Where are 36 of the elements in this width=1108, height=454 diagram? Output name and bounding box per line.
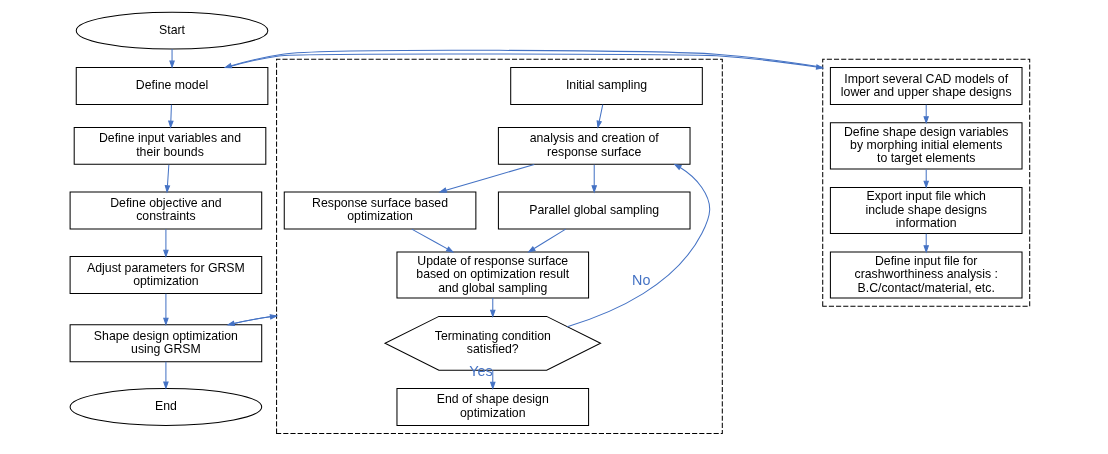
arrow	[923, 233, 930, 254]
node-box: End of shape design optimization	[396, 388, 590, 426]
arrow	[438, 163, 535, 193]
node-ellipse: End	[69, 388, 263, 426]
node-box: Import several CAD models of lower and upper shape designs	[829, 67, 1023, 105]
arrow	[411, 228, 455, 253]
arrow	[591, 164, 598, 194]
arrow	[169, 48, 175, 69]
arrow	[923, 168, 930, 189]
cluster	[822, 58, 1031, 307]
arrow	[489, 297, 496, 318]
arrow	[163, 293, 169, 327]
arrow	[164, 164, 171, 194]
arrow	[163, 228, 169, 258]
node-box: Define model	[75, 67, 269, 105]
node-box: Export input file which include shape designs information	[829, 186, 1023, 235]
cluster	[276, 58, 723, 435]
arrow	[168, 104, 174, 129]
arrow	[596, 104, 604, 129]
arrow	[527, 228, 567, 253]
arrow	[163, 361, 169, 390]
node-box: Initial sampling	[510, 67, 703, 105]
node-box: Parallel global sampling	[497, 191, 691, 230]
node-box: Response surface based optimization	[283, 191, 477, 230]
node-ellipse: Start	[75, 11, 269, 50]
node-box: Shape design optimization using GRSM	[69, 324, 263, 363]
arrow	[923, 104, 930, 125]
node-box: Define shape design variables by morphing initial elements to target elements	[829, 122, 1023, 170]
node-box: Update of response surface based on optimization result and global sampling	[396, 251, 590, 299]
node-box: Adjust parameters for GRSM optimization	[69, 256, 263, 294]
node-box: Define input file for crashworthiness analysis : B.C/contact/material, etc.	[829, 251, 1023, 299]
node-box: Define input variables and their bounds	[73, 126, 267, 165]
node-box: Define objective and constraints	[69, 191, 263, 230]
edge-label: No	[632, 271, 651, 288]
arrow	[566, 163, 711, 328]
node-box: analysis and creation of response surface	[497, 126, 691, 165]
